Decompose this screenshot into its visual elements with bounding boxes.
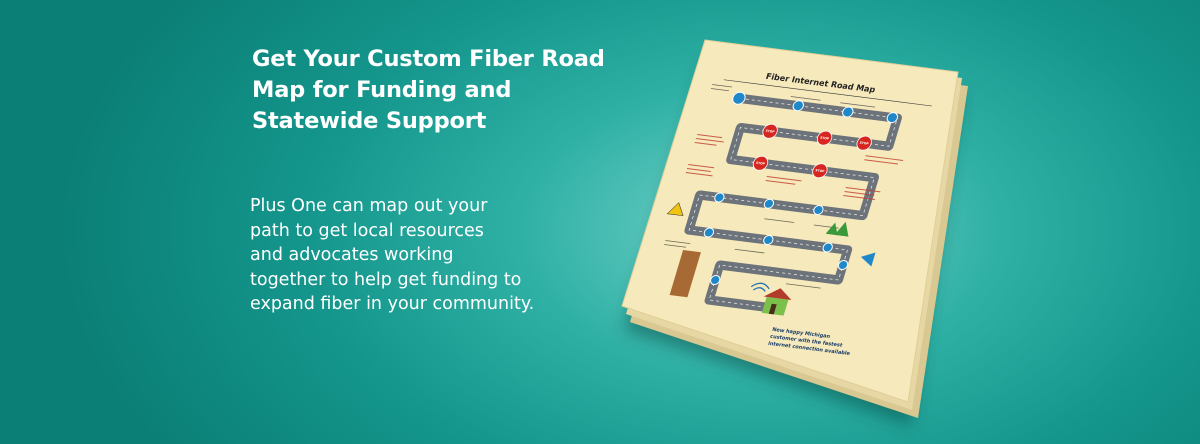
body-line: and advocates working	[250, 245, 454, 265]
roadmap-node-icon	[710, 274, 721, 286]
stop-sign-label: STOP	[765, 129, 776, 134]
roadmap-sheet	[621, 39, 959, 403]
stop-sign-icon	[752, 155, 769, 171]
headline: Get Your Custom Fiber Road Map for Fundi…	[252, 44, 652, 137]
roadmap-node-icon	[813, 204, 824, 216]
roadmap-footer-line: customer with the fastest	[769, 334, 843, 349]
stop-sign-label: STOP	[820, 136, 831, 141]
stop-sign-icon	[812, 163, 828, 179]
roadmap-node-icon	[703, 227, 715, 238]
body-line: expand fiber in your community.	[250, 294, 535, 314]
roadmap-node-icon	[763, 198, 775, 209]
megaphone-icon	[860, 252, 876, 267]
stop-sign-icon	[762, 123, 778, 139]
roadmap-node-icon	[886, 112, 899, 124]
roadmap-node-icon	[714, 192, 725, 203]
roadmap-footer-line: internet connection available	[767, 341, 851, 357]
stop-sign-label: STOP	[755, 161, 766, 166]
stop-sign-icon	[816, 130, 833, 146]
house-icon	[761, 288, 792, 316]
roadmap-road	[684, 93, 902, 314]
stop-sign-label: STOP	[859, 141, 870, 146]
roadmap-node-icon	[732, 91, 746, 105]
wifi-icon	[750, 282, 770, 292]
roadmap-node-icon	[792, 100, 804, 112]
tree-icon	[825, 222, 838, 236]
body-line: path to get local resources	[250, 220, 484, 241]
roadmap-node-icon	[822, 242, 833, 253]
stop-sign-icon	[856, 135, 872, 151]
body-line: Plus One can map out your	[250, 196, 488, 216]
tree-icon	[834, 221, 849, 237]
roadmap-node-icon	[842, 106, 854, 118]
roadmap-title: Fiber Internet Road Map	[765, 71, 877, 95]
body-copy: Plus One can map out your path to get lo…	[250, 194, 630, 317]
body-line: together to help get funding to	[250, 269, 522, 290]
warning-sign-icon	[666, 202, 684, 217]
roadmap-node-icon	[763, 234, 774, 246]
stop-sign-label: STOP	[815, 168, 826, 173]
headline-line: Get Your Custom Fiber Road	[252, 46, 605, 72]
headline-line: Statewide Support	[252, 108, 487, 134]
roadmap-footer-line: New happy Michigan	[771, 327, 831, 340]
fence-icon	[669, 250, 701, 298]
headline-line: Map for Funding and	[252, 77, 512, 103]
roadmap-node-icon	[837, 259, 849, 271]
